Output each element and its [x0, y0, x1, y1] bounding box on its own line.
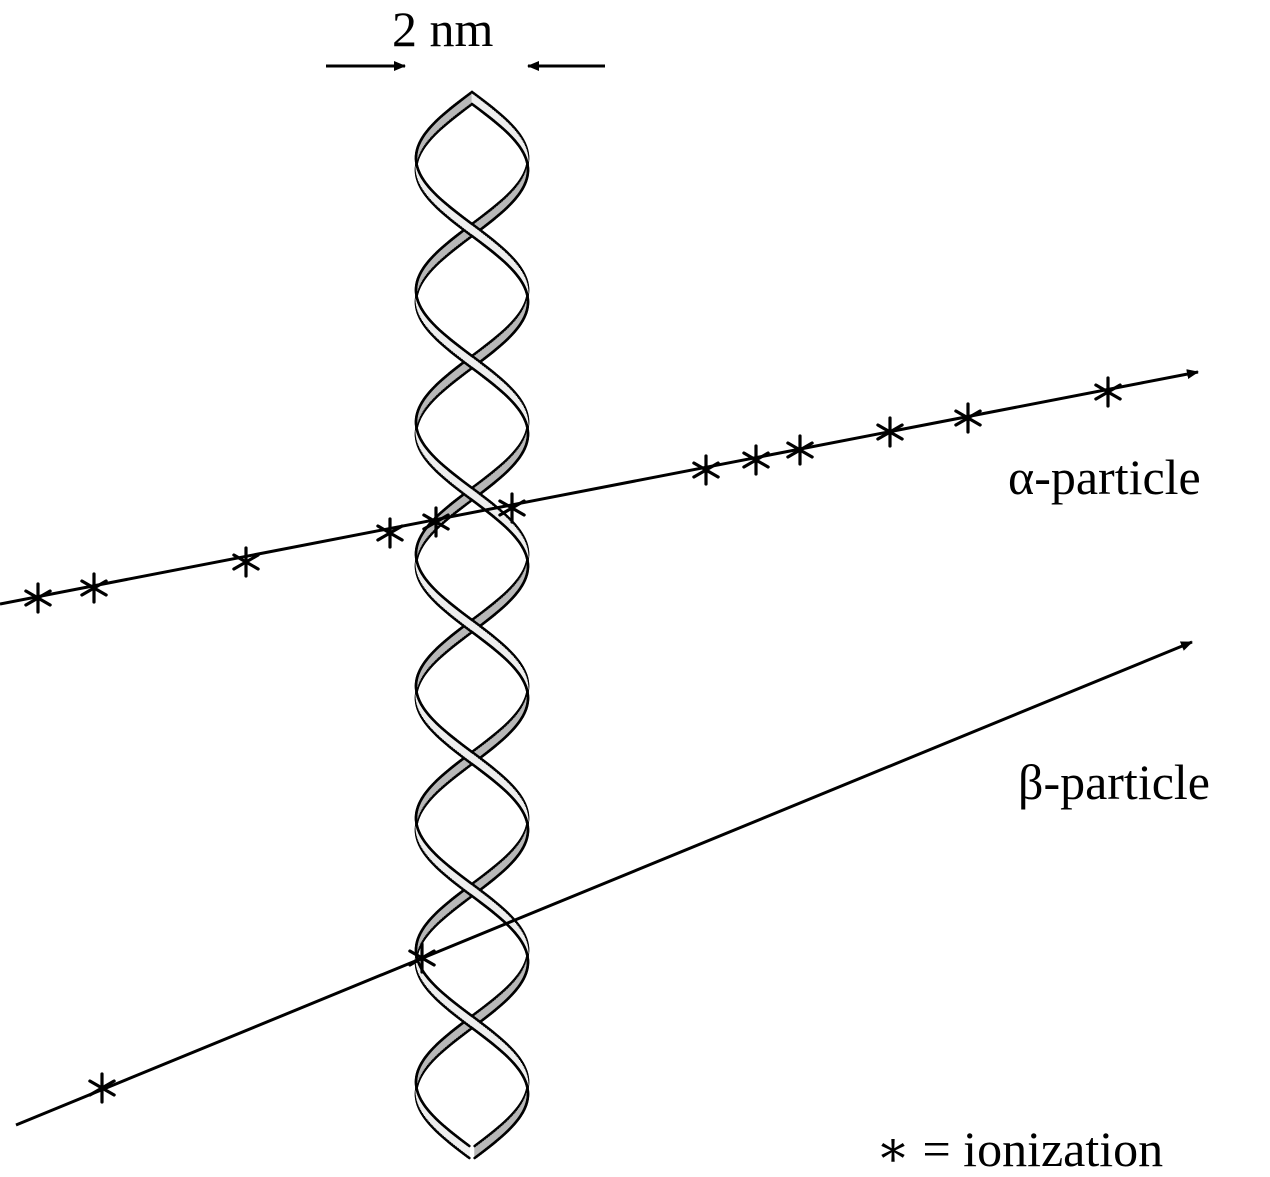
helix-strand-edge [467, 1144, 469, 1146]
helix-strand-edge [471, 764, 473, 766]
beta-particle-label: β-particle [1018, 757, 1210, 807]
helix-strand-edge [472, 104, 474, 106]
dna-double-helix [416, 92, 528, 1158]
helix-strand-edge [471, 235, 473, 237]
alpha-particle-label: α-particle [1008, 452, 1201, 502]
width-label: 2 nm [392, 4, 493, 54]
alpha-ionization-marker [378, 519, 402, 547]
helix-strand-edge [471, 223, 473, 225]
helix-strand-edge [470, 498, 472, 500]
helix-strand-edge [471, 631, 473, 633]
helix-strand-edge [471, 752, 473, 754]
alpha-ionization-marker [234, 548, 258, 576]
helix-strand-edge [471, 619, 473, 621]
beta-ionization-marker [90, 1074, 114, 1102]
helix-strand-edge [471, 1027, 473, 1029]
helix-strand-edge [471, 1015, 473, 1017]
helix-strand-edge [470, 486, 472, 488]
helix-strand-edge [472, 92, 474, 94]
helix-strand-edge [471, 356, 473, 358]
helix-strand-edge [471, 368, 473, 370]
helix-strand-edge [470, 895, 472, 897]
helix-strand-edge [467, 1156, 469, 1158]
helix-strand-edge [470, 883, 472, 885]
ionization-legend: ∗ = ionization [876, 1124, 1163, 1174]
beta-ionization-marker [410, 944, 434, 972]
beta-particle-track [16, 642, 1192, 1125]
